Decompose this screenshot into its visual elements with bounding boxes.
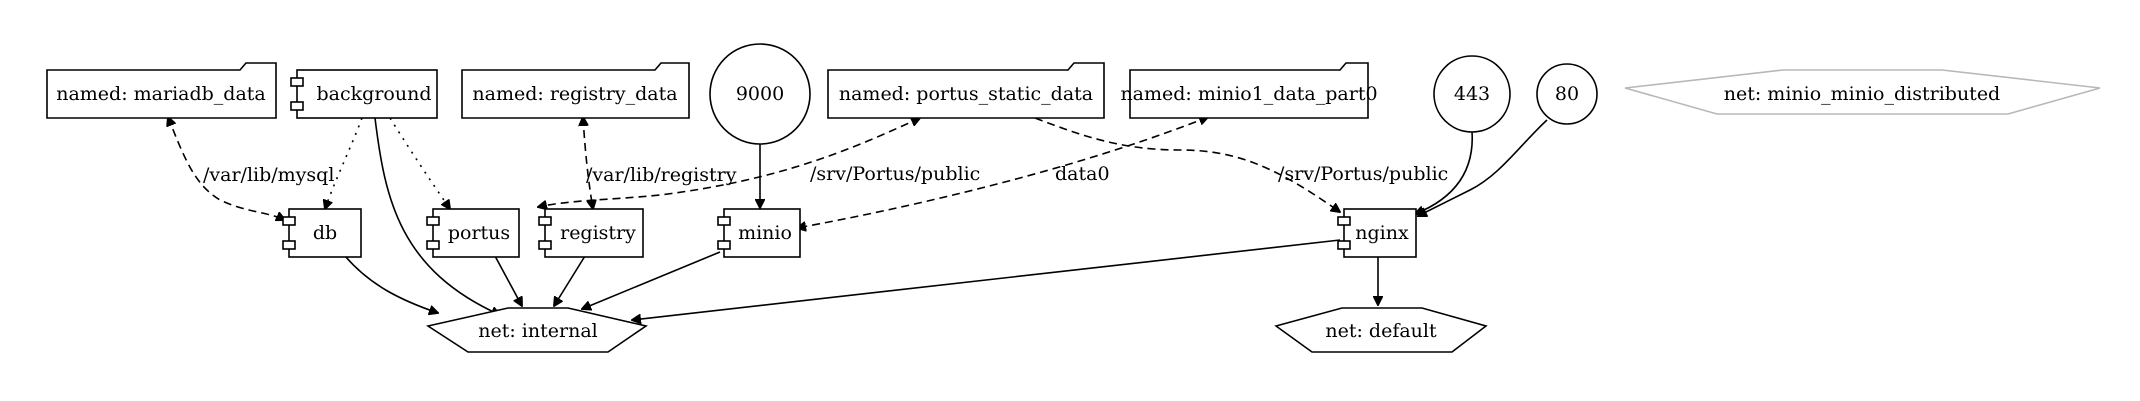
edge-minio-internal	[582, 251, 721, 309]
volume-portus-static-data: named: portus_static_data	[827, 62, 1105, 119]
port-443: 443	[1433, 55, 1511, 133]
service-nginx-label: nginx	[1355, 222, 1409, 244]
edge-staticdata-nginx	[1034, 117, 1340, 212]
edge-label-portus-public-1: /srv/Portus/public	[810, 163, 980, 185]
edge-mariadb-db	[168, 117, 285, 220]
volume-registry-data-label: named: registry_data	[472, 83, 677, 105]
edge-label-portus-public-2: /srv/Portus/public	[1278, 163, 1448, 185]
edge-label-registry: /var/lib/registry	[586, 164, 737, 186]
network-internal-label: net: internal	[478, 320, 597, 342]
edge-registrydata-registry	[583, 117, 593, 209]
edge-miniodata-minio	[797, 117, 1208, 228]
edge-label-mysql: /var/lib/mysql	[203, 164, 334, 186]
network-default: net: default	[1274, 307, 1488, 353]
port-80-label: 80	[1555, 83, 1579, 105]
service-portus-label: portus	[448, 222, 510, 244]
service-registry-label: registry	[560, 222, 636, 244]
volume-portus-static-data-label: named: portus_static_data	[839, 83, 1093, 105]
volume-mariadb-data-label: named: mariadb_data	[56, 83, 266, 105]
service-background-label: background	[317, 83, 432, 105]
edge-labels: /var/lib/mysql /var/lib/registry /srv/Po…	[203, 163, 1448, 186]
edge-staticdata-portus	[538, 118, 920, 207]
service-background: background	[290, 69, 438, 119]
volume-minio1-data-part0-label: named: minio1_data_part0	[1120, 83, 1377, 105]
network-minio-distributed-label: net: minio_minio_distributed	[1724, 83, 2000, 105]
service-minio-label: minio	[738, 222, 792, 244]
edge-80-nginx	[1418, 119, 1548, 216]
edge-label-data0: data0	[1055, 163, 1110, 185]
volume-registry-data: named: registry_data	[461, 62, 690, 119]
edge-background-portus	[389, 117, 450, 209]
service-db-label: db	[313, 222, 337, 244]
service-nginx: nginx	[1337, 208, 1417, 258]
service-registry: registry	[538, 208, 644, 258]
edge-background-db	[325, 117, 363, 209]
edges	[168, 117, 1548, 320]
network-internal: net: internal	[425, 307, 648, 353]
service-db: db	[282, 208, 362, 258]
edge-nginx-internal	[632, 239, 1341, 320]
service-minio: minio	[717, 208, 801, 258]
port-9000: 9000	[709, 43, 811, 145]
service-portus: portus	[426, 208, 520, 258]
port-80: 80	[1536, 63, 1598, 125]
network-minio-distributed: net: minio_minio_distributed	[1624, 69, 2101, 115]
network-default-label: net: default	[1325, 320, 1437, 342]
edge-db-internal	[344, 255, 438, 313]
edge-background-internal	[374, 117, 500, 315]
edge-registry-internal	[554, 255, 586, 306]
port-9000-label: 9000	[736, 83, 784, 105]
edge-portus-internal	[494, 255, 522, 306]
volume-minio1-data-part0: named: minio1_data_part0	[1120, 62, 1378, 119]
volume-mariadb-data: named: mariadb_data	[46, 62, 277, 119]
port-443-label: 443	[1454, 83, 1490, 105]
